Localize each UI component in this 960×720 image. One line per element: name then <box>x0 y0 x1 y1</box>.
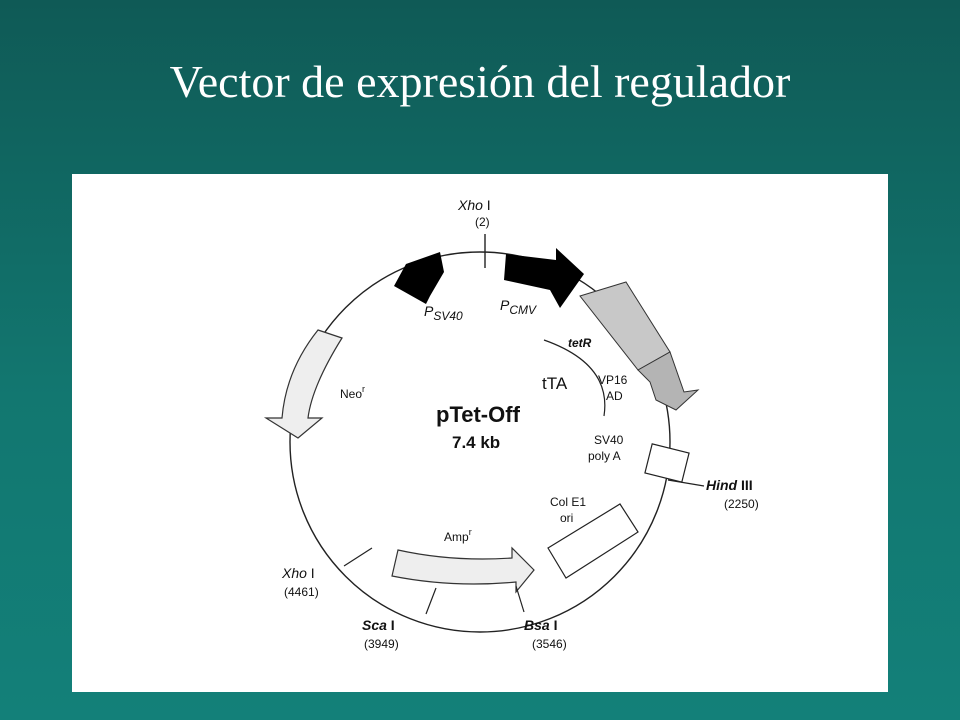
cole1-label-1: Col E1 <box>550 495 586 509</box>
hind-marker <box>667 479 705 487</box>
xho-top-position: (2) <box>475 215 490 229</box>
neor-arrow <box>263 329 343 439</box>
ampr-arrow <box>391 546 535 594</box>
bsa-position: (3546) <box>532 637 567 651</box>
sv40-polya-box <box>644 443 690 483</box>
ad-label: AD <box>606 389 623 403</box>
sca-position: (3949) <box>364 637 399 651</box>
plasmid-name: pTet-Off <box>436 402 521 427</box>
xho-left-label: Xho I <box>281 565 315 581</box>
vp16-label: VP16 <box>598 373 628 387</box>
cole1-label-2: ori <box>560 511 573 525</box>
vp16-ad-segment <box>637 351 700 411</box>
psv40-label: PSV40 <box>424 303 463 323</box>
hind-label: Hind III <box>706 477 753 493</box>
bsa-label: Bsa I <box>524 617 557 633</box>
xho-left-marker <box>343 547 373 567</box>
hind-position: (2250) <box>724 497 759 511</box>
pcmv-promoter-arrow <box>504 248 584 308</box>
plasmid-backbone <box>289 251 671 633</box>
slide-title: Vector de expresión del regulador <box>169 56 791 107</box>
tta-bracket <box>543 339 606 417</box>
xho-top-label: Xho I <box>457 197 491 213</box>
bsa-marker <box>515 585 525 613</box>
plasmid-size: 7.4 kb <box>452 433 500 452</box>
tetr-segment <box>579 281 671 371</box>
sca-label: Sca I <box>362 617 395 633</box>
xho-left-position: (4461) <box>284 585 319 599</box>
sv40-polya-label-1: SV40 <box>594 433 624 447</box>
neor-label: Neor <box>340 384 365 401</box>
sv40-polya-label-2: poly A <box>588 449 621 463</box>
pcmv-label: PCMV <box>500 297 537 317</box>
cole1-ori-box <box>547 503 639 579</box>
psv40-promoter-arrow <box>394 252 444 304</box>
sca-marker <box>425 587 437 615</box>
tta-label: tTA <box>542 374 568 393</box>
plasmid-map: Xho I (2) PSV40 PCMV tetR tTA VP16 AD SV… <box>263 197 759 651</box>
ampr-label: Ampr <box>444 527 472 544</box>
tetr-label: tetR <box>568 336 592 350</box>
plasmid-map-panel: Xho I (2) PSV40 PCMV tetR tTA VP16 AD SV… <box>72 174 888 692</box>
